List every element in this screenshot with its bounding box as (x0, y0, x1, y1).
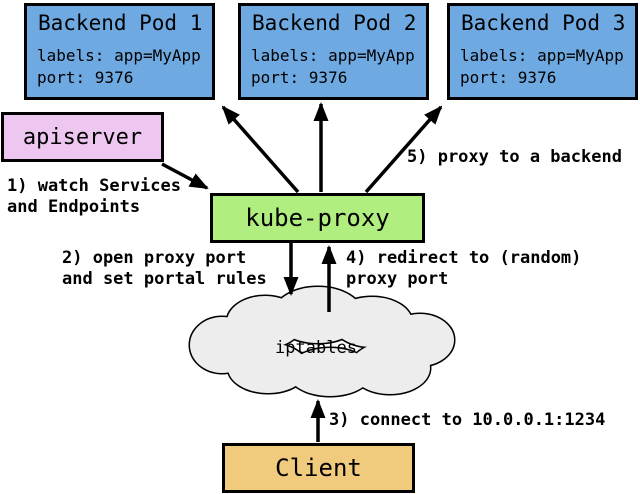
apiserver-label: apiserver (22, 124, 143, 150)
apiserver-box: apiserver (1, 112, 164, 162)
pod-title: Backend Pod 1 (38, 11, 203, 35)
kube-proxy-label: kube-proxy (245, 204, 390, 232)
step4-line1: 4) redirect to (random) (346, 248, 582, 268)
step2-line2: and set portal rules (62, 269, 267, 289)
step4-annotation: 4) redirect to (random) proxy port (346, 248, 581, 290)
pod-labels-line: labels: app=MyApp (251, 46, 415, 65)
step3-line1: 3) connect to 10.0.0.1:1234 (329, 410, 606, 430)
pod-title: Backend Pod 2 (252, 11, 417, 35)
step2-line1: 2) open proxy port (62, 248, 247, 268)
pod-port-line: port: 9376 (251, 68, 348, 87)
pod-port-line: port: 9376 (460, 68, 557, 87)
arrow-apiserver-to-kubeproxy (161, 162, 209, 190)
kube-proxy-box: kube-proxy (210, 193, 425, 243)
step5-annotation: 5) proxy to a backend (407, 147, 622, 168)
step3-annotation: 3) connect to 10.0.0.1:1234 (329, 410, 605, 431)
arrow-kubeproxy-to-pod1 (221, 105, 300, 194)
pod-title: Backend Pod 3 (461, 11, 626, 35)
step5-line1: 5) proxy to a backend (407, 147, 622, 167)
backend-pod-1-box: Backend Pod 1 labels: app=MyApp port: 93… (24, 3, 215, 100)
backend-pod-3-box: Backend Pod 3 labels: app=MyApp port: 93… (447, 3, 638, 100)
client-label: Client (275, 454, 362, 482)
pod-labels-line: labels: app=MyApp (37, 46, 201, 65)
step1-line1: 1) watch Services (7, 176, 181, 196)
step4-line2: proxy port (346, 269, 449, 289)
step1-line2: and Endpoints (7, 197, 141, 217)
step2-annotation: 2) open proxy port and set portal rules (62, 248, 267, 290)
arrows (161, 102, 443, 442)
arrow-kubeproxy-to-pod3 (364, 105, 443, 194)
step1-annotation: 1) watch Services and Endpoints (7, 176, 181, 218)
client-box: Client (222, 443, 415, 493)
backend-pod-2-box: Backend Pod 2 labels: app=MyApp port: 93… (238, 3, 429, 100)
iptables-label: iptables (275, 338, 357, 358)
pod-labels-line: labels: app=MyApp (460, 46, 624, 65)
pod-port-line: port: 9376 (37, 68, 134, 87)
